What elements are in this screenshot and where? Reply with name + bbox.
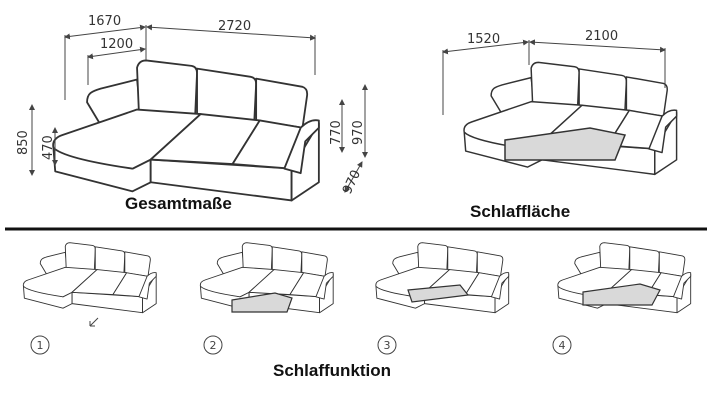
sleeping-area-drawing: 1520 2100 Schlaffläche: [442, 29, 678, 221]
step-number: 1: [37, 339, 44, 352]
step-number: 3: [384, 339, 391, 352]
step-3: 3: [375, 242, 510, 355]
dim-1670: 1670: [88, 14, 121, 29]
dim-2720: 2720: [218, 19, 251, 34]
pull-arrow-icon: [89, 317, 99, 327]
dim-2100: 2100: [585, 29, 618, 44]
step-1: 1: [22, 242, 157, 355]
step-number: 2: [210, 339, 217, 352]
dim-1520: 1520: [467, 32, 500, 47]
bed-surface: [504, 127, 627, 161]
sleeping-area-title: Schlaffläche: [470, 202, 570, 221]
overall-drawing: 1670 2720 1200 850 470 770 970 970 Gesam…: [16, 14, 368, 213]
dim-970-height: 970: [351, 120, 366, 145]
dim-770: 770: [329, 120, 344, 145]
dim-470: 470: [41, 135, 56, 160]
step-4: 4: [552, 242, 692, 355]
dim-850: 850: [16, 130, 31, 155]
dim-970-depth: 970: [340, 168, 364, 197]
overall-title: Gesamtmaße: [125, 194, 232, 213]
step-number: 4: [559, 339, 566, 352]
sleep-function-title: Schlaffunktion: [273, 361, 391, 380]
dim-1200: 1200: [100, 37, 133, 52]
step-2: 2: [199, 242, 334, 355]
dimension-lines: [29, 24, 368, 193]
